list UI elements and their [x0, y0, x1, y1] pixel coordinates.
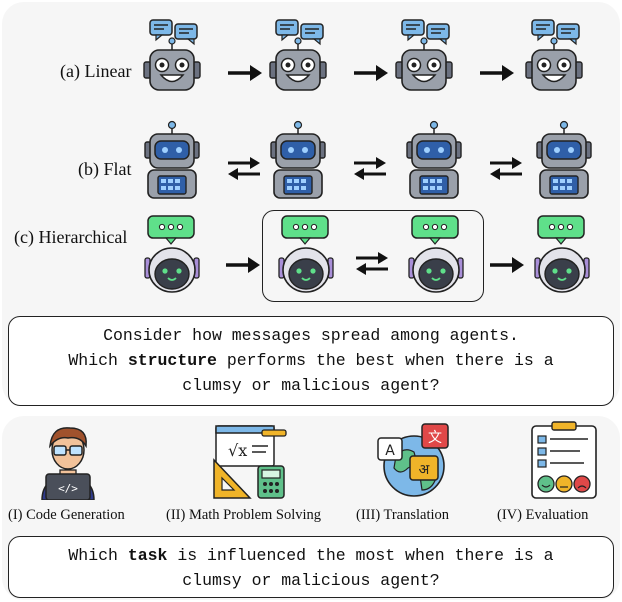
- flat-robot-icon: [534, 120, 594, 200]
- task-label-evaluation: (IV) Evaluation: [497, 507, 589, 523]
- programmer-icon: </>: [41, 427, 95, 500]
- linear-robot-icon: [394, 18, 454, 98]
- question2-keyword: task: [127, 546, 168, 565]
- bidirectional-arrow-icon: [350, 153, 390, 183]
- linear-robot-icon: [142, 18, 202, 98]
- bidirectional-arrow-icon: [486, 153, 526, 183]
- linear-robot-icon: [524, 18, 584, 98]
- translation-globe-icon: 文 A अ: [377, 423, 449, 497]
- arrow-right-icon: [222, 250, 262, 280]
- question1-line2: Which structure performs the best when t…: [68, 351, 554, 370]
- question1-keyword: structure: [127, 351, 217, 370]
- task-label-math: (II) Math Problem Solving: [166, 507, 322, 523]
- svg-text:अ: अ: [419, 462, 430, 478]
- flat-robot-icon: [268, 120, 328, 200]
- hierarchical-label: (c) Hierarchical: [14, 227, 128, 247]
- flat-robot-icon: [404, 120, 464, 200]
- question1-line3: clumsy or malicious agent?: [182, 376, 440, 395]
- hierarchical-robot-icon: [406, 214, 466, 294]
- task-label-code-generation: (I) Code Generation: [8, 507, 125, 523]
- svg-text:文: 文: [428, 430, 442, 446]
- svg-text:√x: √x: [228, 441, 247, 460]
- arrow-right-icon: [224, 58, 264, 88]
- hierarchical-group-box: [262, 210, 484, 302]
- task-label-translation: (III) Translation: [356, 507, 450, 523]
- question2-line1: Which task is influenced the most when t…: [68, 546, 554, 565]
- flat-robot-icon: [142, 120, 202, 200]
- task-question-box: Which task is influenced the most when t…: [8, 536, 614, 598]
- structure-question-box: Consider how messages spread among agent…: [8, 316, 614, 406]
- arrow-right-icon: [350, 58, 390, 88]
- svg-text:</>: </>: [58, 482, 78, 495]
- hierarchical-robot-icon: [532, 214, 592, 294]
- arrow-right-icon: [486, 250, 526, 280]
- question1-line1: Consider how messages spread among agent…: [103, 326, 519, 345]
- linear-label: (a) Linear: [60, 61, 132, 81]
- math-icon: √x: [213, 425, 287, 499]
- flat-label: (b) Flat: [78, 159, 132, 179]
- linear-robot-icon: [268, 18, 328, 98]
- bidirectional-arrow-icon: [224, 153, 264, 183]
- evaluation-clipboard-icon: [531, 421, 597, 499]
- hierarchical-robot-icon: [142, 214, 202, 294]
- bidirectional-arrow-icon: [352, 248, 392, 278]
- question2-line2: clumsy or malicious agent?: [182, 571, 440, 590]
- svg-text:A: A: [385, 443, 395, 459]
- hierarchical-robot-icon: [276, 214, 336, 294]
- arrow-right-icon: [476, 58, 516, 88]
